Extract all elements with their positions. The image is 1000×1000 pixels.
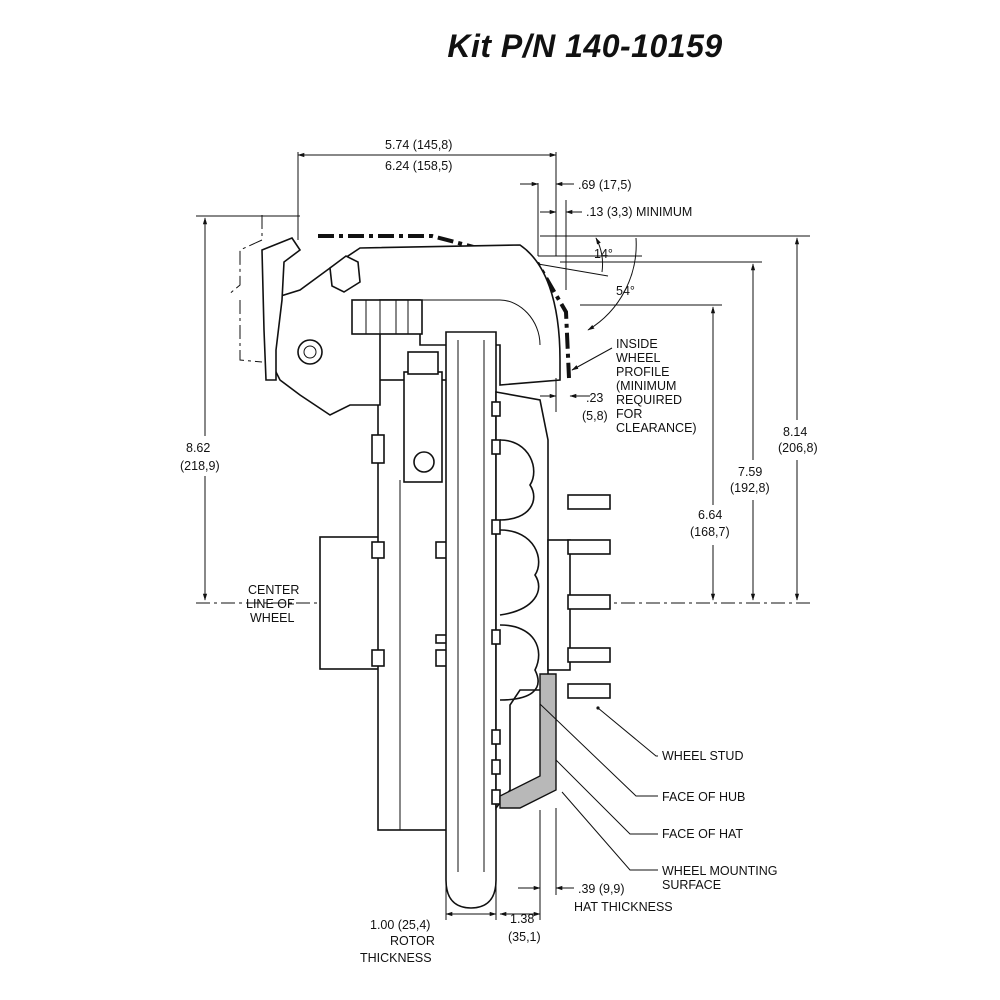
- bleeder-fitting: [329, 255, 361, 293]
- svg-text:CENTER: CENTER: [248, 583, 299, 597]
- hub-bolt-top: [371, 434, 385, 464]
- dim-rotor-1: 1.00 (25,4): [370, 918, 430, 932]
- svg-text:INSIDE: INSIDE: [616, 337, 658, 351]
- kit-part-number-title: Kit P/N 140-10159: [447, 28, 723, 64]
- hub-scallops: [499, 439, 540, 701]
- hub-bolt-low: [371, 649, 385, 667]
- label-mounting-2: SURFACE: [662, 878, 721, 892]
- dim-height-b-1: 8.14: [783, 425, 807, 439]
- dim-gap-b: .13 (3,3) MINIMUM: [586, 205, 692, 219]
- hub-flange-block: [319, 536, 383, 670]
- svg-text:WHEEL: WHEEL: [250, 611, 295, 625]
- wheel-studs: [567, 494, 611, 699]
- dim-clear-1: .23: [586, 391, 603, 405]
- centerline-label: CENTER LINE OF WHEEL: [246, 583, 299, 625]
- dim-height-d-2: (168,7): [690, 525, 730, 539]
- svg-text:PROFILE: PROFILE: [616, 365, 670, 379]
- caliper-mount-bracket: [261, 237, 302, 381]
- svg-text:WHEEL: WHEEL: [616, 351, 661, 365]
- dim-hat-2: HAT THICKNESS: [574, 900, 673, 914]
- svg-text:FOR: FOR: [616, 407, 642, 421]
- label-face-of-hat: FACE OF HAT: [662, 827, 743, 841]
- dim-height-d-1: 6.64: [698, 508, 722, 522]
- label-wheel-stud: WHEEL STUD: [662, 749, 744, 763]
- svg-text:CLEARANCE): CLEARANCE): [616, 421, 697, 435]
- svg-text:REQUIRED: REQUIRED: [616, 393, 682, 407]
- piston-seal-stack: [351, 299, 423, 335]
- hub-face: [547, 539, 571, 671]
- dim-gap-a: .69 (17,5): [578, 178, 632, 192]
- dim-hub-2: (35,1): [508, 930, 541, 944]
- dim-clear-2: (5,8): [582, 409, 608, 423]
- label-face-of-hub: FACE OF HUB: [662, 790, 745, 804]
- svg-text:LINE OF: LINE OF: [246, 597, 295, 611]
- caliper-pin: [413, 451, 435, 473]
- hub-bolt-mid: [371, 541, 385, 559]
- dim-top-width-2: 6.24 (158,5): [385, 159, 452, 173]
- dim-height-b-2: (206,8): [778, 441, 818, 455]
- dim-top-width-1: 5.74 (145,8): [385, 138, 452, 152]
- hat-mounting-plate: [499, 673, 557, 809]
- dim-rotor-2: ROTOR: [390, 934, 435, 948]
- dim-height-a-2: (218,9): [180, 459, 220, 473]
- svg-text:(MINIMUM: (MINIMUM: [616, 379, 676, 393]
- dim-angle-14: 14°: [594, 247, 613, 261]
- dim-hat-1: .39 (9,9): [578, 882, 625, 896]
- dim-rotor-3: THICKNESS: [360, 951, 432, 965]
- dim-hub-1: 1.38: [510, 912, 534, 926]
- rotor: [445, 331, 497, 909]
- caliper-port: [297, 339, 323, 365]
- dim-height-a-1: 8.62: [186, 441, 210, 455]
- dim-height-c-2: (192,8): [730, 481, 770, 495]
- dim-height-c-1: 7.59: [738, 465, 762, 479]
- label-mounting-1: WHEEL MOUNTING: [662, 864, 778, 878]
- dim-angle-54: 54°: [616, 284, 635, 298]
- inside-profile-label: INSIDE WHEEL PROFILE (MINIMUM REQUIRED F…: [616, 337, 697, 435]
